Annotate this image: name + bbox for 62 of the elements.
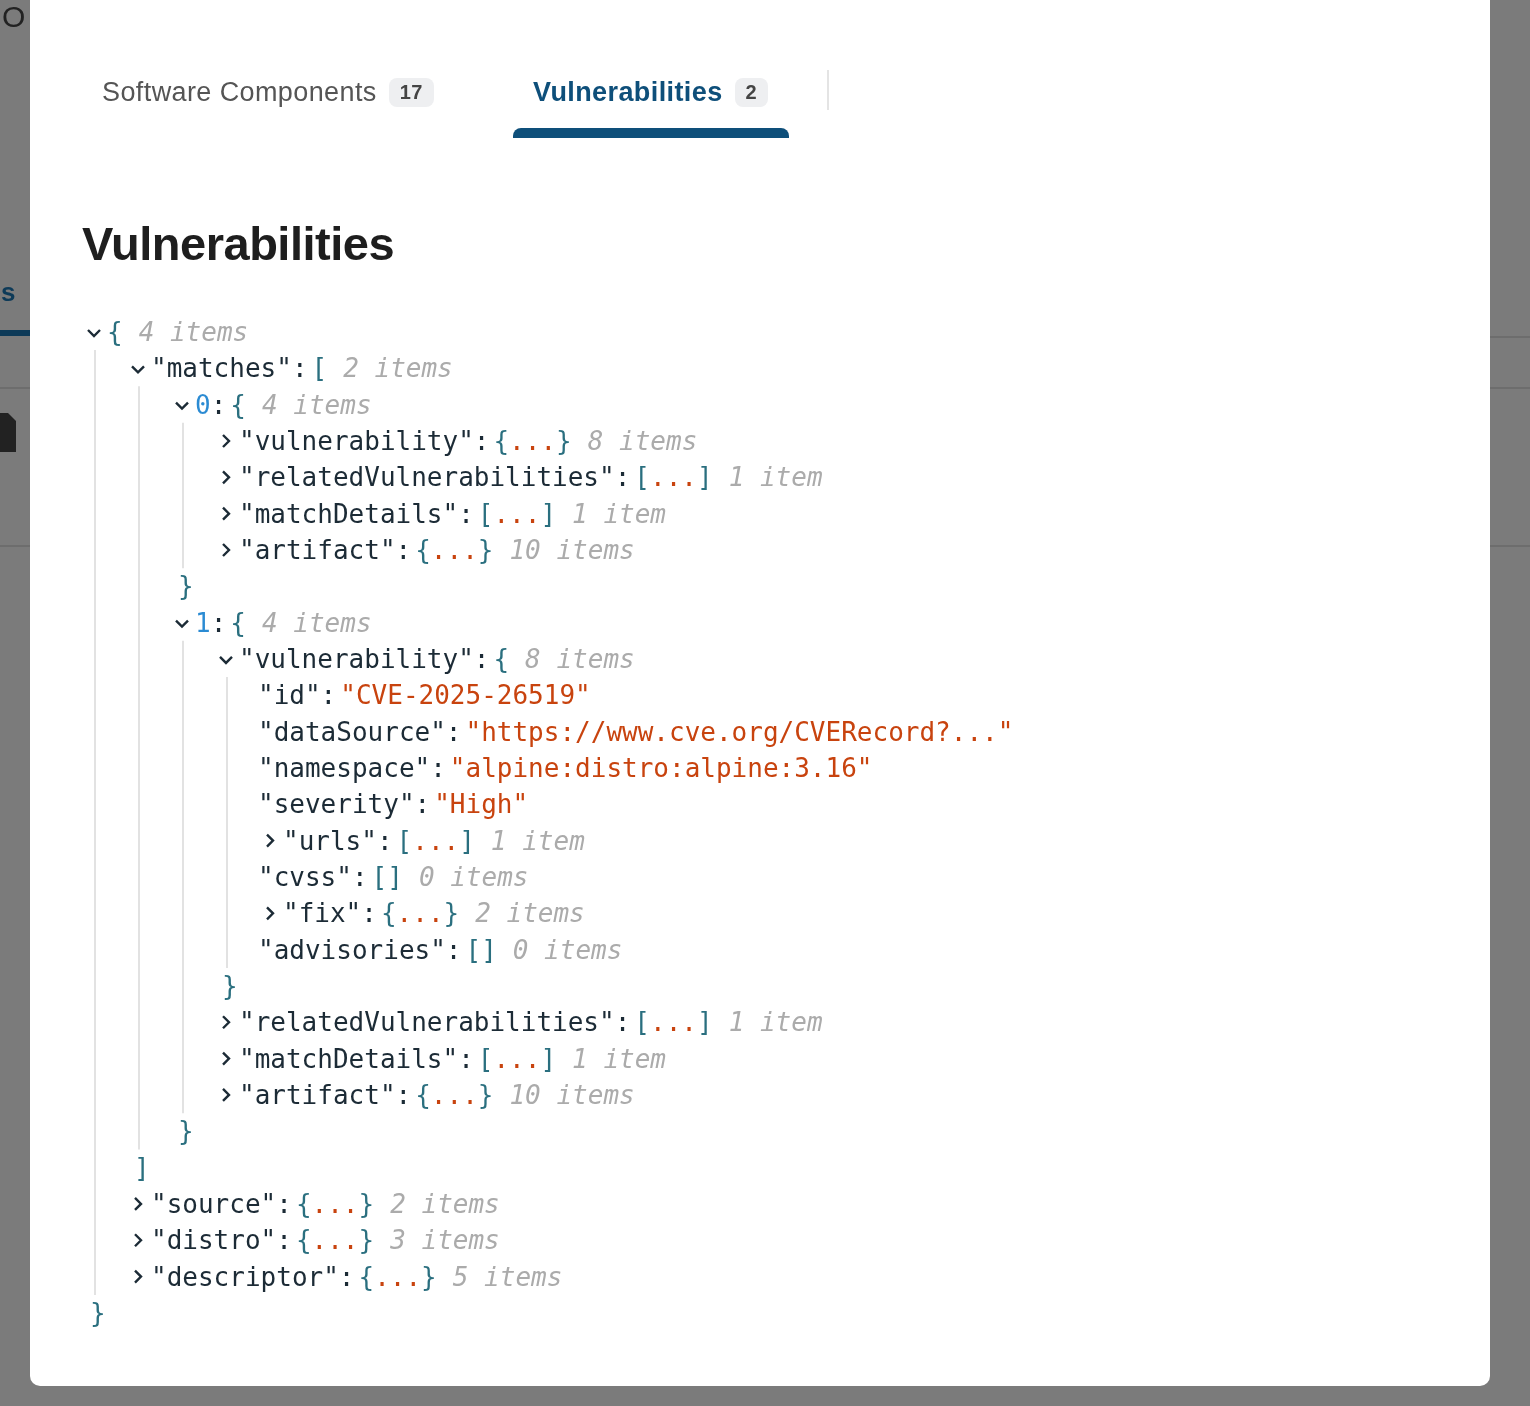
item-count: 3 items: [390, 1225, 500, 1256]
count-badge: 2: [734, 77, 769, 107]
item-count: 8 items: [587, 426, 698, 456]
json-string-value: "alpine:distro:alpine:3.16": [449, 752, 873, 783]
item-count: 0 items: [418, 861, 529, 892]
item-count: 1 item: [572, 1043, 666, 1074]
json-key: "matchDetails":: [239, 1043, 474, 1074]
json-bracket: []: [465, 934, 497, 965]
json-bracket: {: [230, 389, 246, 420]
json-string-value: "https://www.cve.org/CVERecord?...": [465, 716, 1014, 747]
json-key: "vulnerability":: [239, 643, 490, 674]
json-bracket: ]: [134, 1152, 150, 1183]
item-count: 10 items: [509, 1079, 635, 1110]
count-badge: 17: [388, 77, 434, 107]
json-bracket: }: [222, 970, 238, 1001]
item-count: 1 item: [490, 825, 585, 856]
json-key: "matches":: [151, 353, 308, 384]
tab: Vulnerabilities 2: [523, 70, 779, 114]
item-count: 4 items: [261, 389, 372, 420]
json-key: "source":: [151, 1188, 292, 1219]
json-string-value: "CVE-2025-26519": [340, 680, 591, 711]
json-bracket: }: [178, 1116, 194, 1147]
json-key: "advisories":: [258, 934, 462, 965]
section-heading: Vulnerabilities: [82, 216, 395, 272]
json-key: "relatedVulnerabilities":: [239, 462, 631, 493]
item-count: 1 item: [728, 1007, 823, 1038]
item-count: 2 items: [343, 353, 453, 384]
json-string-value: "High": [434, 789, 529, 820]
tab: Software Components 17: [92, 70, 444, 114]
item-count: 2 items: [475, 898, 585, 929]
json-key: "matchDetails":: [239, 498, 474, 529]
json-bracket: []: [371, 861, 403, 892]
json-bracket: }: [90, 1297, 106, 1328]
json-bracket: [: [311, 353, 328, 384]
json-key: "id":: [258, 680, 337, 711]
item-count: 1 item: [572, 498, 666, 529]
item-count: 10 items: [509, 534, 635, 565]
json-key: "vulnerability":: [239, 426, 490, 456]
item-count: 2 items: [390, 1188, 500, 1219]
json-key: "fix":: [283, 898, 377, 929]
item-count: 1 item: [728, 462, 823, 493]
json-key: "cvss":: [258, 861, 368, 892]
item-count: 8 items: [525, 643, 635, 674]
json-key: "distro":: [151, 1225, 292, 1256]
item-count: 4 items: [138, 317, 249, 347]
json-bracket: {: [493, 643, 510, 674]
json-key: "severity":: [258, 789, 431, 820]
json-key: "namespace":: [258, 752, 446, 783]
json-key: "relatedVulnerabilities":: [239, 1007, 631, 1038]
json-key: "descriptor":: [151, 1261, 355, 1292]
json-key: "dataSource":: [258, 716, 462, 747]
json-key: "urls":: [283, 825, 393, 856]
json-bracket: {: [230, 607, 246, 638]
json-key: "artifact":: [239, 1079, 412, 1110]
background-text: O: [2, 0, 26, 34]
json-bracket: {: [107, 317, 123, 347]
item-count: 5 items: [452, 1261, 563, 1292]
item-count: 4 items: [261, 607, 372, 638]
item-count: 0 items: [512, 934, 623, 965]
json-bracket: }: [178, 571, 194, 602]
background-text: s: [1, 276, 16, 308]
json-key: "artifact":: [239, 534, 412, 565]
